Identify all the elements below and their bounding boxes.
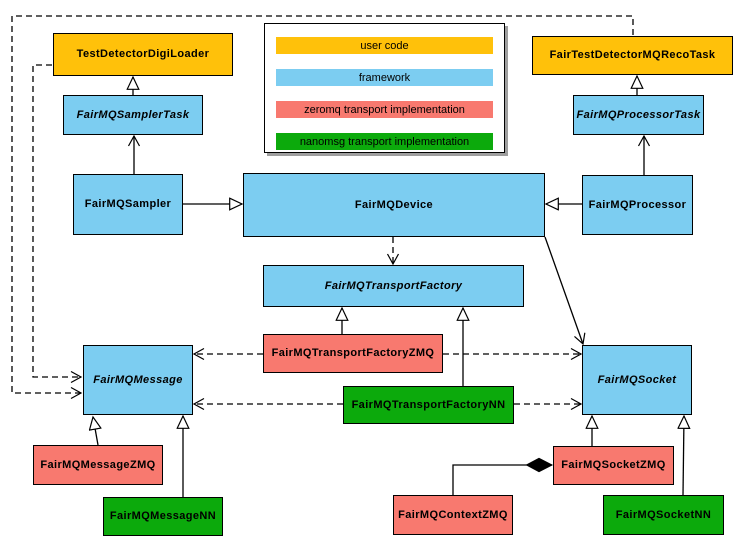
edge-device-uses-socket <box>544 236 586 346</box>
edge-socketnn-inherits-socket <box>683 416 684 496</box>
legend-item-user-code: user code <box>276 37 493 54</box>
legend-item-zeromq: zeromq transport implementation <box>276 101 493 118</box>
legend-box: user code framework zeromq transport imple… <box>264 23 505 153</box>
legend-item-nanomsg: nanomsg transport implementation <box>276 133 493 150</box>
node-fairmq-device: FairMQDevice <box>243 173 545 237</box>
legend-item-framework: framework <box>276 69 493 86</box>
node-fairmq-message-zmq: FairMQMessageZMQ <box>33 445 163 485</box>
node-fairmq-transport-factory-nn: FairMQTransportFactoryNN <box>343 386 514 424</box>
node-fairmq-message: FairMQMessage <box>83 345 193 415</box>
node-fairmq-transport-factory-zmq: FairMQTransportFactoryZMQ <box>263 334 443 373</box>
node-fairmq-processor: FairMQProcessor <box>582 175 693 235</box>
edge-messagezmq-inherits-message <box>93 417 98 446</box>
edge-contextzmq-composition-socketzmq <box>452 465 552 495</box>
node-fairmq-socket: FairMQSocket <box>582 345 692 415</box>
node-fairmq-socket-nn: FairMQSocketNN <box>603 495 724 535</box>
node-fairmq-sampler-task: FairMQSamplerTask <box>63 95 203 135</box>
node-fairmq-message-nn: FairMQMessageNN <box>103 497 223 536</box>
node-fairmq-transport-factory: FairMQTransportFactory <box>263 265 524 307</box>
node-test-detector-digi-loader: TestDetectorDigiLoader <box>53 33 233 76</box>
node-fairmq-socket-zmq: FairMQSocketZMQ <box>553 446 674 485</box>
node-fair-test-detector-mq-reco-task: FairTestDetectorMQRecoTask <box>532 36 733 75</box>
node-fairmq-context-zmq: FairMQContextZMQ <box>393 495 513 535</box>
node-fairmq-processor-task: FairMQProcessorTask <box>573 95 704 135</box>
node-fairmq-sampler: FairMQSampler <box>73 174 183 235</box>
